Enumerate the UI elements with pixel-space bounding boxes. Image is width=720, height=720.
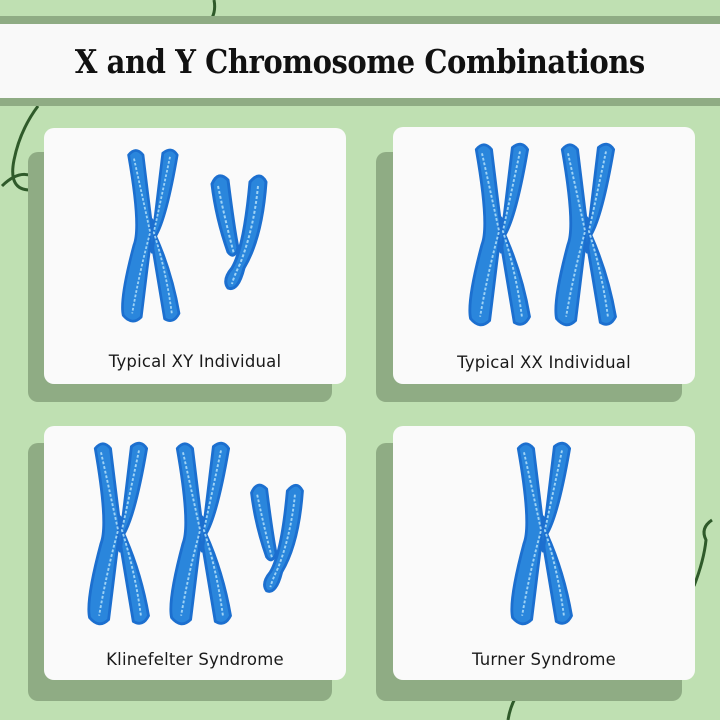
panel-label: Typical XX Individual xyxy=(457,353,631,372)
panel-label: Klinefelter Syndrome xyxy=(106,650,284,669)
panel-label: Typical XY Individual xyxy=(108,352,282,371)
x-chromosome-icon xyxy=(505,434,581,634)
x-chromosome-icon xyxy=(164,434,240,634)
page-title: X and Y Chromosome Combinations xyxy=(75,41,645,81)
panel-typical-xy: Typical XY Individual xyxy=(44,128,346,384)
x-chromosome-icon xyxy=(463,135,539,335)
panel-klinefelter: Klinefelter Syndrome xyxy=(44,426,346,680)
x-chromosome-icon xyxy=(82,434,158,634)
title-banner: X and Y Chromosome Combinations xyxy=(0,16,720,106)
panel-label: Turner Syndrome xyxy=(471,650,617,669)
x-chromosome-icon xyxy=(549,135,625,335)
y-chromosome-icon xyxy=(244,474,310,604)
title-panel: X and Y Chromosome Combinations xyxy=(0,24,720,98)
panel-typical-xx: Typical XX Individual xyxy=(393,127,695,384)
y-chromosome-icon xyxy=(204,168,274,298)
x-chromosome-icon xyxy=(116,136,188,336)
panel-turner: Turner Syndrome xyxy=(393,426,695,680)
